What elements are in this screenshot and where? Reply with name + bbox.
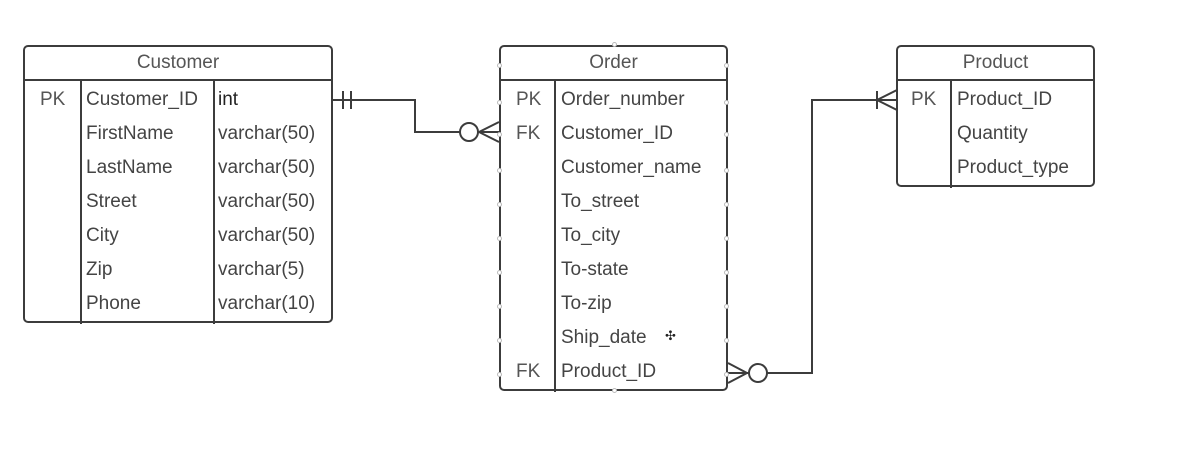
selection-handle[interactable] <box>724 372 729 377</box>
selection-handle[interactable] <box>724 63 729 68</box>
attribute-type: varchar(50) <box>218 123 316 144</box>
attribute-type: varchar(5) <box>218 259 305 280</box>
attribute-name: Zip <box>86 259 113 280</box>
selection-handle[interactable] <box>612 388 617 393</box>
attribute-type: varchar(50) <box>218 157 316 178</box>
attribute-name: City <box>86 225 119 246</box>
attribute-name: Street <box>86 191 137 212</box>
selection-handle[interactable] <box>724 304 729 309</box>
crowfoot-mark <box>876 89 898 101</box>
attribute-row[interactable]: PK Order_number <box>501 84 726 118</box>
entity-order[interactable]: Order PK Order_number FK Customer_ID Cus… <box>499 45 728 392</box>
selection-handle[interactable] <box>497 338 502 343</box>
attribute-name: Product_ID <box>957 89 1053 110</box>
attribute-row[interactable]: FirstName varchar(50) <box>25 118 331 152</box>
selection-handle[interactable] <box>497 270 502 275</box>
crowfoot-mark <box>876 99 898 111</box>
attribute-row[interactable]: Customer_name <box>501 152 726 186</box>
attribute-row[interactable]: Zip varchar(5) <box>25 254 331 288</box>
attribute-row[interactable]: Street varchar(50) <box>25 186 331 220</box>
attribute-name: To-state <box>561 259 629 280</box>
relationship-line <box>333 99 500 133</box>
selection-handle[interactable] <box>724 168 729 173</box>
column-divider <box>950 81 952 188</box>
relationship-order-product[interactable] <box>727 89 898 384</box>
attribute-row[interactable]: FK Customer_ID <box>501 118 726 152</box>
crowfoot-mark <box>478 121 500 133</box>
relationship-customer-order[interactable] <box>333 91 500 143</box>
selection-handle[interactable] <box>724 132 729 137</box>
selection-handle[interactable] <box>497 202 502 207</box>
attribute-row[interactable]: To-state <box>501 254 726 288</box>
attribute-row[interactable]: FK Product_ID <box>501 356 726 390</box>
attribute-row[interactable]: To_street <box>501 186 726 220</box>
selection-handle[interactable] <box>724 338 729 343</box>
attribute-row[interactable]: Ship_date ✣ <box>501 322 726 356</box>
entity-title: Product <box>898 47 1093 81</box>
selection-handle[interactable] <box>497 304 502 309</box>
selection-handle[interactable] <box>497 168 502 173</box>
attribute-name: LastName <box>86 157 173 178</box>
attribute-name: Product_ID <box>561 361 657 382</box>
attribute-row[interactable]: Phone varchar(10) <box>25 288 331 322</box>
entity-product[interactable]: Product PK Product_ID Quantity Product_t… <box>896 45 1095 188</box>
move-cursor-icon: ✣ <box>665 328 676 343</box>
attribute-row[interactable]: PK Customer_ID int <box>25 84 331 118</box>
attribute-name: Customer_name <box>561 157 702 178</box>
selection-handle[interactable] <box>497 63 502 68</box>
entity-title: Order <box>501 47 726 81</box>
attribute-row[interactable]: Quantity <box>898 118 1093 152</box>
key-label: FK <box>516 123 541 144</box>
relationship-line <box>727 99 898 374</box>
attribute-name: To_street <box>561 191 640 212</box>
attribute-name: FirstName <box>86 123 174 144</box>
selection-handle[interactable] <box>724 202 729 207</box>
attribute-type: int <box>218 89 239 110</box>
attribute-type: varchar(50) <box>218 225 316 246</box>
attribute-name: Customer_ID <box>86 89 198 110</box>
attribute-name: Ship_date <box>561 327 647 348</box>
attribute-name: Phone <box>86 293 141 314</box>
attribute-type: varchar(50) <box>218 191 316 212</box>
key-label: PK <box>911 89 937 110</box>
column-divider <box>80 81 82 324</box>
attribute-row[interactable]: PK Product_ID <box>898 84 1093 118</box>
attribute-name: To-zip <box>561 293 612 314</box>
selection-handle[interactable] <box>724 270 729 275</box>
zero-mark <box>459 122 479 142</box>
zero-mark <box>748 363 768 383</box>
selection-handle[interactable] <box>724 100 729 105</box>
entity-title: Customer <box>25 47 331 81</box>
attribute-name: Order_number <box>561 89 685 110</box>
attribute-name: Quantity <box>957 123 1028 144</box>
attribute-name: Customer_ID <box>561 123 673 144</box>
attribute-row[interactable]: Product_type <box>898 152 1093 186</box>
key-label: PK <box>516 89 542 110</box>
key-label: PK <box>40 89 66 110</box>
crowfoot-mark <box>727 372 748 384</box>
entity-customer[interactable]: Customer PK Customer_ID int FirstName va… <box>23 45 333 324</box>
column-divider <box>213 81 215 324</box>
attribute-row[interactable]: LastName varchar(50) <box>25 152 331 186</box>
attribute-name: To_city <box>561 225 621 246</box>
key-label: FK <box>516 361 541 382</box>
attribute-type: varchar(10) <box>218 293 316 314</box>
crowfoot-mark <box>727 362 748 374</box>
selection-handle[interactable] <box>724 236 729 241</box>
attribute-row[interactable]: To_city <box>501 220 726 254</box>
crowfoot-mark <box>478 131 500 143</box>
selection-handle[interactable] <box>497 236 502 241</box>
selection-handle[interactable] <box>497 372 502 377</box>
attribute-row[interactable]: City varchar(50) <box>25 220 331 254</box>
attribute-name: Product_type <box>957 157 1069 178</box>
selection-handle[interactable] <box>497 100 502 105</box>
column-divider <box>554 81 556 392</box>
attribute-row[interactable]: To-zip <box>501 288 726 322</box>
selection-handle[interactable] <box>612 42 617 47</box>
selection-handle[interactable] <box>497 132 502 137</box>
